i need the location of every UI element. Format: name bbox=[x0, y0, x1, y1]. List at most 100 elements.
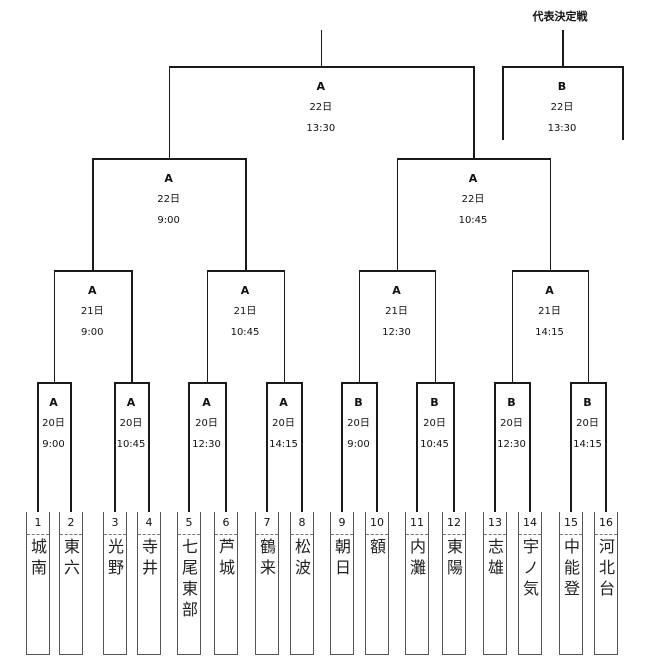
match-time: 10:45 bbox=[420, 439, 449, 450]
r1-m8-right-line bbox=[605, 382, 607, 512]
r1-m8-top-line bbox=[570, 382, 607, 384]
r1-m1-left-line bbox=[37, 382, 39, 512]
team-name: 朝日 bbox=[332, 538, 351, 580]
team-name: 志雄 bbox=[485, 538, 504, 580]
team-number: 16 bbox=[595, 512, 617, 535]
team-number: 1 bbox=[27, 512, 49, 535]
match-time: 9:00 bbox=[81, 327, 104, 338]
match-court: A bbox=[316, 80, 326, 93]
r1-m5-right-line bbox=[376, 382, 378, 512]
r3-m2-right-line bbox=[549, 158, 551, 270]
r1-m3-left-line bbox=[188, 382, 190, 512]
match-date: 20日 bbox=[42, 418, 65, 429]
team-name: 鶴来 bbox=[257, 538, 276, 580]
team-number: 12 bbox=[443, 512, 465, 535]
team-number: 9 bbox=[331, 512, 353, 535]
match-court: A bbox=[392, 284, 401, 297]
final-stem bbox=[562, 30, 564, 66]
match-date: 21日 bbox=[385, 306, 408, 317]
r2-m3-right-line bbox=[434, 270, 436, 382]
r1-m4-right-line bbox=[301, 382, 303, 512]
match-label-r2-m3: A 21日 12:30 bbox=[357, 280, 437, 343]
r1-m8-left-line bbox=[570, 382, 572, 512]
match-time: 12:30 bbox=[382, 327, 411, 338]
match-court: A bbox=[126, 396, 136, 409]
team-number: 3 bbox=[104, 512, 126, 535]
r2-m2-top-line bbox=[206, 270, 285, 272]
match-date: 20日 bbox=[423, 418, 446, 429]
team-number: 14 bbox=[519, 512, 541, 535]
team-number: 4 bbox=[138, 512, 160, 535]
team-name: 河北台 bbox=[596, 538, 615, 601]
r1-m5-top-line bbox=[341, 382, 378, 384]
r1-m4-top-line bbox=[266, 382, 303, 384]
r2-m3-top-line bbox=[358, 270, 436, 272]
team-name: 東陽 bbox=[444, 538, 463, 580]
r3-m2-left-line bbox=[396, 158, 398, 270]
team-name: 松波 bbox=[292, 538, 311, 580]
r1-m7-right-line bbox=[529, 382, 531, 512]
match-court: B bbox=[430, 396, 439, 409]
r1-m2-right-line bbox=[148, 382, 150, 512]
match-time: 9:00 bbox=[347, 439, 370, 450]
team-number: 7 bbox=[256, 512, 278, 535]
final-match-title: 代表決定戦 bbox=[532, 10, 588, 23]
team-name: 七尾東部 bbox=[179, 538, 198, 622]
r2-m3-left-line bbox=[358, 270, 360, 382]
match-court: A bbox=[202, 396, 211, 409]
r1-m6-top-line bbox=[416, 382, 455, 384]
match-court: A bbox=[545, 284, 554, 297]
r1-m6-left-line bbox=[416, 382, 418, 512]
team-name: 東六 bbox=[61, 538, 80, 580]
r4-m1-left-line bbox=[168, 66, 171, 158]
final-top-line bbox=[502, 66, 624, 68]
r3-m1-right-line bbox=[245, 158, 247, 270]
team-slot-12: 12 東陽 bbox=[442, 512, 466, 655]
team-slot-16: 16 河北台 bbox=[594, 512, 618, 655]
match-date: 20日 bbox=[195, 418, 218, 429]
match-time: 9:00 bbox=[42, 439, 65, 450]
r2-m4-top-line bbox=[511, 270, 589, 272]
match-time: 10:45 bbox=[230, 327, 260, 338]
match-label-r1-m6: B 20日 10:45 bbox=[395, 392, 475, 455]
team-slot-8: 8 松波 bbox=[290, 512, 314, 655]
r4-m1-right-line bbox=[473, 66, 475, 158]
r1-m2-top-line bbox=[114, 382, 150, 384]
r4-m1-top-line bbox=[168, 66, 475, 68]
r2-m1-top-line bbox=[53, 270, 133, 272]
r1-m1-right-line bbox=[70, 382, 72, 512]
team-slot-9: 9 朝日 bbox=[330, 512, 354, 655]
match-date: 22日 bbox=[157, 194, 180, 205]
team-number: 13 bbox=[484, 512, 506, 535]
team-number: 15 bbox=[560, 512, 582, 535]
r1-m5-left-line bbox=[341, 382, 343, 512]
r2-m2-right-line bbox=[283, 270, 285, 382]
team-slot-13: 13 志雄 bbox=[483, 512, 507, 655]
r2-m2-left-line bbox=[206, 270, 208, 382]
team-number: 8 bbox=[291, 512, 313, 535]
team-name: 額 bbox=[367, 538, 386, 559]
match-date: 22日 bbox=[550, 102, 574, 113]
r1-m1-top-line bbox=[37, 382, 72, 384]
match-date: 21日 bbox=[80, 306, 104, 317]
r2-m4-left-line bbox=[511, 270, 513, 382]
match-time: 13:30 bbox=[306, 123, 336, 134]
